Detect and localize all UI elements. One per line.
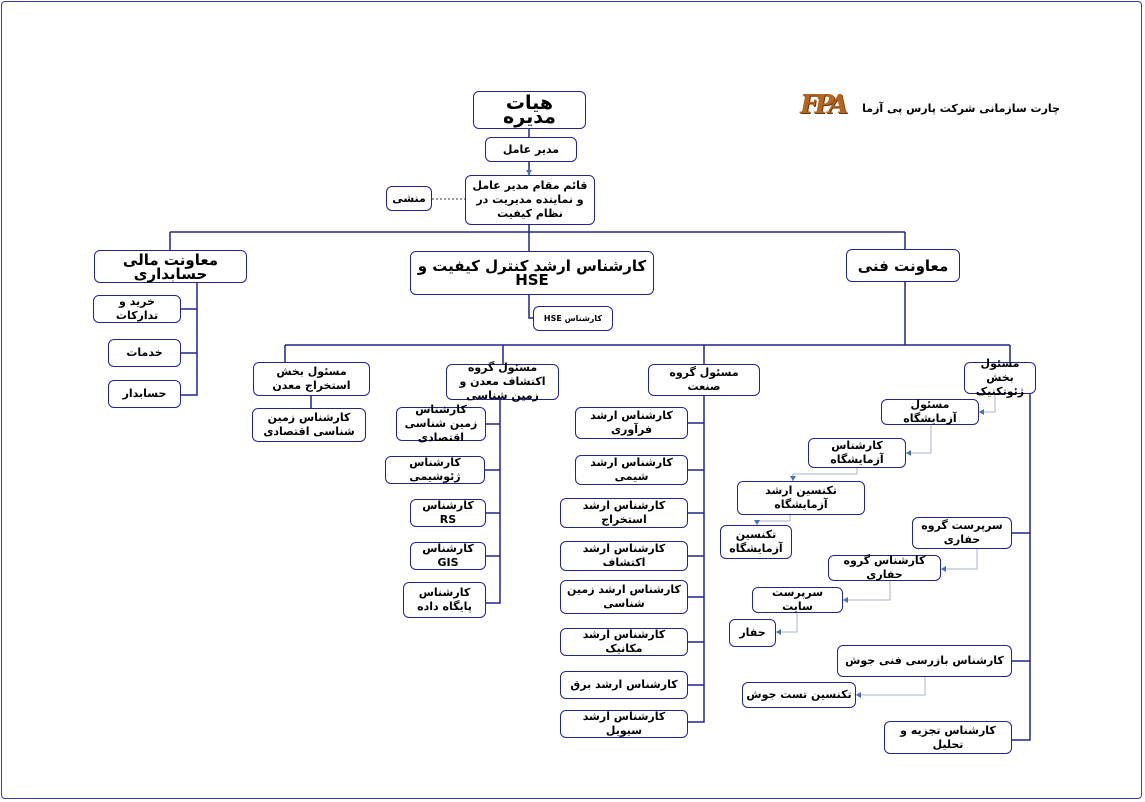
node-lab-senior-tech: تکنسین ارشد آزمایشگاه (737, 481, 865, 515)
node-board: هیات مدیره (473, 91, 586, 129)
node-in-geology: کارشناس ارشد زمین شناسی (560, 580, 688, 614)
node-secretary: منشی (386, 186, 432, 211)
node-weld-inspection: کارشناس بازرسی فنی جوش (837, 645, 1012, 677)
node-in-civil: کارشناس ارشد سیویل (560, 710, 688, 738)
node-ex-geo: کارشناس زمین شناسی اقتصادی (396, 403, 486, 444)
node-geotech: مسئول بخش ژئوتکنیک (964, 357, 1036, 398)
node-mining: مسئول بخش استخراج معدن (253, 362, 370, 396)
node-drill-supervisor: سرپرست گروه حفاری (912, 517, 1012, 549)
node-in-exploration: کارشناس ارشد اکتشاف (560, 541, 688, 571)
node-lab-expert: کارشناس آزمایشگاه (808, 438, 906, 468)
node-services: خدمات (108, 339, 181, 367)
node-hse: کارشناس HSE (533, 306, 613, 331)
node-ex-db: کارشناس پایگاه داده (403, 582, 486, 618)
node-in-processing: کارشناس ارشد فرآوری (575, 407, 688, 439)
node-in-mining: کارشناس ارشد استخراج (560, 498, 688, 528)
node-in-mechanics: کارشناس ارشد مکانیک (560, 628, 688, 656)
node-lab-head: مسئول آزمایشگاه (881, 398, 979, 425)
node-purchase: خرید و تدارکات (93, 295, 181, 323)
node-drill-expert: کارشناس گروه حفاری (828, 554, 941, 581)
node-weld-tech: تکنسین تست جوش (742, 682, 856, 708)
node-finance: معاونت مالی حسابداری (94, 250, 247, 283)
node-technical: معاونت فنی (846, 249, 960, 282)
node-qc-hse: کارشناس ارشد کنترل کیفیت و HSE (410, 251, 654, 295)
node-ex-gis: کارشناس GIS (410, 542, 486, 570)
node-lab-tech: تکنسین آزمایشگاه (720, 525, 792, 559)
node-ceo: مدیر عامل (485, 137, 577, 162)
node-ex-geochem: کارشناس ژئوشیمی (385, 456, 485, 484)
node-analysis: کارشناس تجزیه و تحلیل (884, 721, 1012, 754)
company-logo: FPA (800, 90, 848, 120)
node-accountant: حسابدار (108, 380, 181, 408)
node-site-supervisor: سرپرست سایت (752, 586, 843, 613)
node-deputy: قائم مقام مدیر عامل و نماینده مدیریت در … (465, 175, 595, 225)
node-in-electric: کارشناس ارشد برق (560, 671, 688, 699)
node-in-chemistry: کارشناس ارشد شیمی (575, 455, 688, 485)
node-ex-rs: کارشناس RS (410, 499, 486, 527)
node-mining-geo: کارشناس زمین شناسی اقتصادی (252, 408, 366, 442)
node-driller: حفار (729, 619, 776, 647)
node-exploration: مسئول گروه اکتشاف معدن و زمین شناسی (446, 361, 559, 402)
node-industry: مسئول گروه صنعت (648, 364, 760, 396)
chart-title: چارت سازمانی شرکت پارس پی آزما (862, 102, 1060, 115)
